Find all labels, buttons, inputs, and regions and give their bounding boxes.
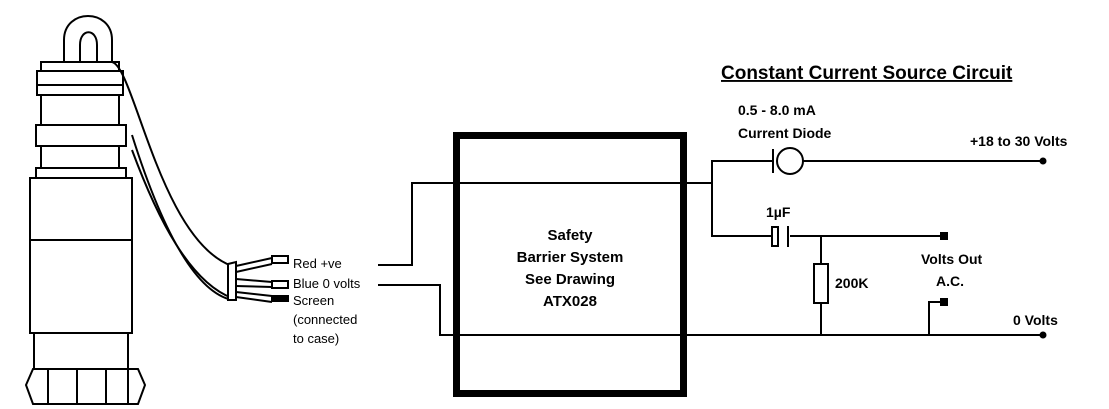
- screen-note-line-2: to case): [293, 331, 339, 346]
- current-diode-symbol: [772, 147, 804, 175]
- resistor-symbol: [813, 263, 829, 304]
- volts-out-terminal: [940, 232, 948, 240]
- capacitor-symbol: [771, 226, 789, 247]
- circuit-wiring: [680, 160, 1043, 336]
- screen-note-line-1: (connected: [293, 312, 357, 327]
- diode-name-label: Current Diode: [738, 125, 832, 141]
- barrier-label-line-1: Safety: [547, 227, 593, 244]
- barrier-label-line-4: ATX028: [543, 293, 597, 310]
- volts-out-ac-label: A.C.: [936, 273, 964, 289]
- capacitor-label: 1µF: [766, 204, 791, 220]
- input-wiring: [378, 182, 460, 336]
- diode-range-label: 0.5 - 8.0 mA: [738, 102, 816, 118]
- circuit-title: Constant Current Source Circuit: [721, 63, 1013, 84]
- ground-terminal: [1039, 331, 1047, 339]
- supply-label: +18 to 30 Volts: [970, 133, 1068, 149]
- resistor-label: 200K: [835, 275, 868, 291]
- barrier-label-line-2: Barrier System: [517, 249, 624, 266]
- ground-label: 0 Volts: [1013, 312, 1058, 328]
- wire-ends: [227, 255, 289, 303]
- barrier-label-line-3: See Drawing: [525, 271, 615, 288]
- screen-wire-label: Screen: [293, 293, 334, 308]
- supply-terminal: [1039, 157, 1047, 165]
- safety-barrier-box: [453, 132, 687, 397]
- sensor-body: [24, 61, 147, 405]
- red-wire-label: Red +ve: [293, 256, 342, 271]
- blue-wire-label: Blue 0 volts: [293, 276, 361, 291]
- sensor-cable: [63, 15, 233, 301]
- terminals: [940, 157, 1047, 339]
- volts-out-label: Volts Out: [921, 251, 983, 267]
- volts-out-ground-terminal: [940, 298, 948, 306]
